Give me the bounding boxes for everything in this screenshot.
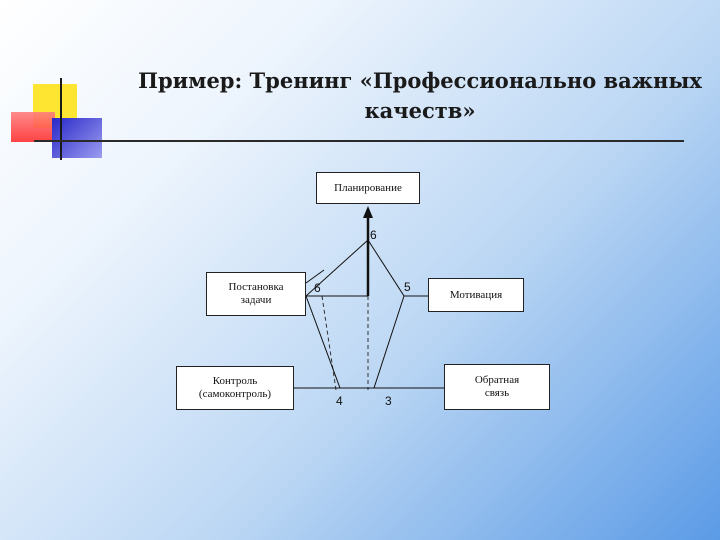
score-control: 4	[336, 394, 343, 408]
box-planning: Планирование	[316, 172, 420, 204]
box-planning-label: Планирование	[334, 181, 402, 194]
box-feedback: Обратная связь	[444, 364, 550, 410]
score-planning: 6	[370, 228, 377, 242]
connector-task-setting	[305, 269, 325, 284]
title-underline	[34, 140, 684, 142]
box-motivation-label: Мотивация	[449, 288, 503, 301]
decor-red-square	[11, 112, 55, 142]
box-task-setting: Постановка задачи	[206, 272, 306, 316]
score-task-setting: 6	[314, 281, 321, 295]
profile-polygon	[305, 239, 405, 389]
score-feedback: 3	[385, 394, 392, 408]
box-feedback-label: Обратная связь	[474, 374, 520, 399]
box-task-setting-label: Постановка задачи	[228, 281, 284, 306]
arrow-planning-head	[363, 206, 373, 218]
score-motivation: 5	[404, 280, 411, 294]
decor-vertical-line	[60, 78, 62, 160]
box-control: Контроль (самоконтроль)	[176, 366, 294, 410]
dashed-left-axis	[321, 295, 337, 391]
box-control-label: Контроль (самоконтроль)	[198, 375, 272, 400]
box-motivation: Мотивация	[428, 278, 524, 312]
slide-title: Пример: Тренинг «Профессионально важных …	[138, 68, 702, 123]
